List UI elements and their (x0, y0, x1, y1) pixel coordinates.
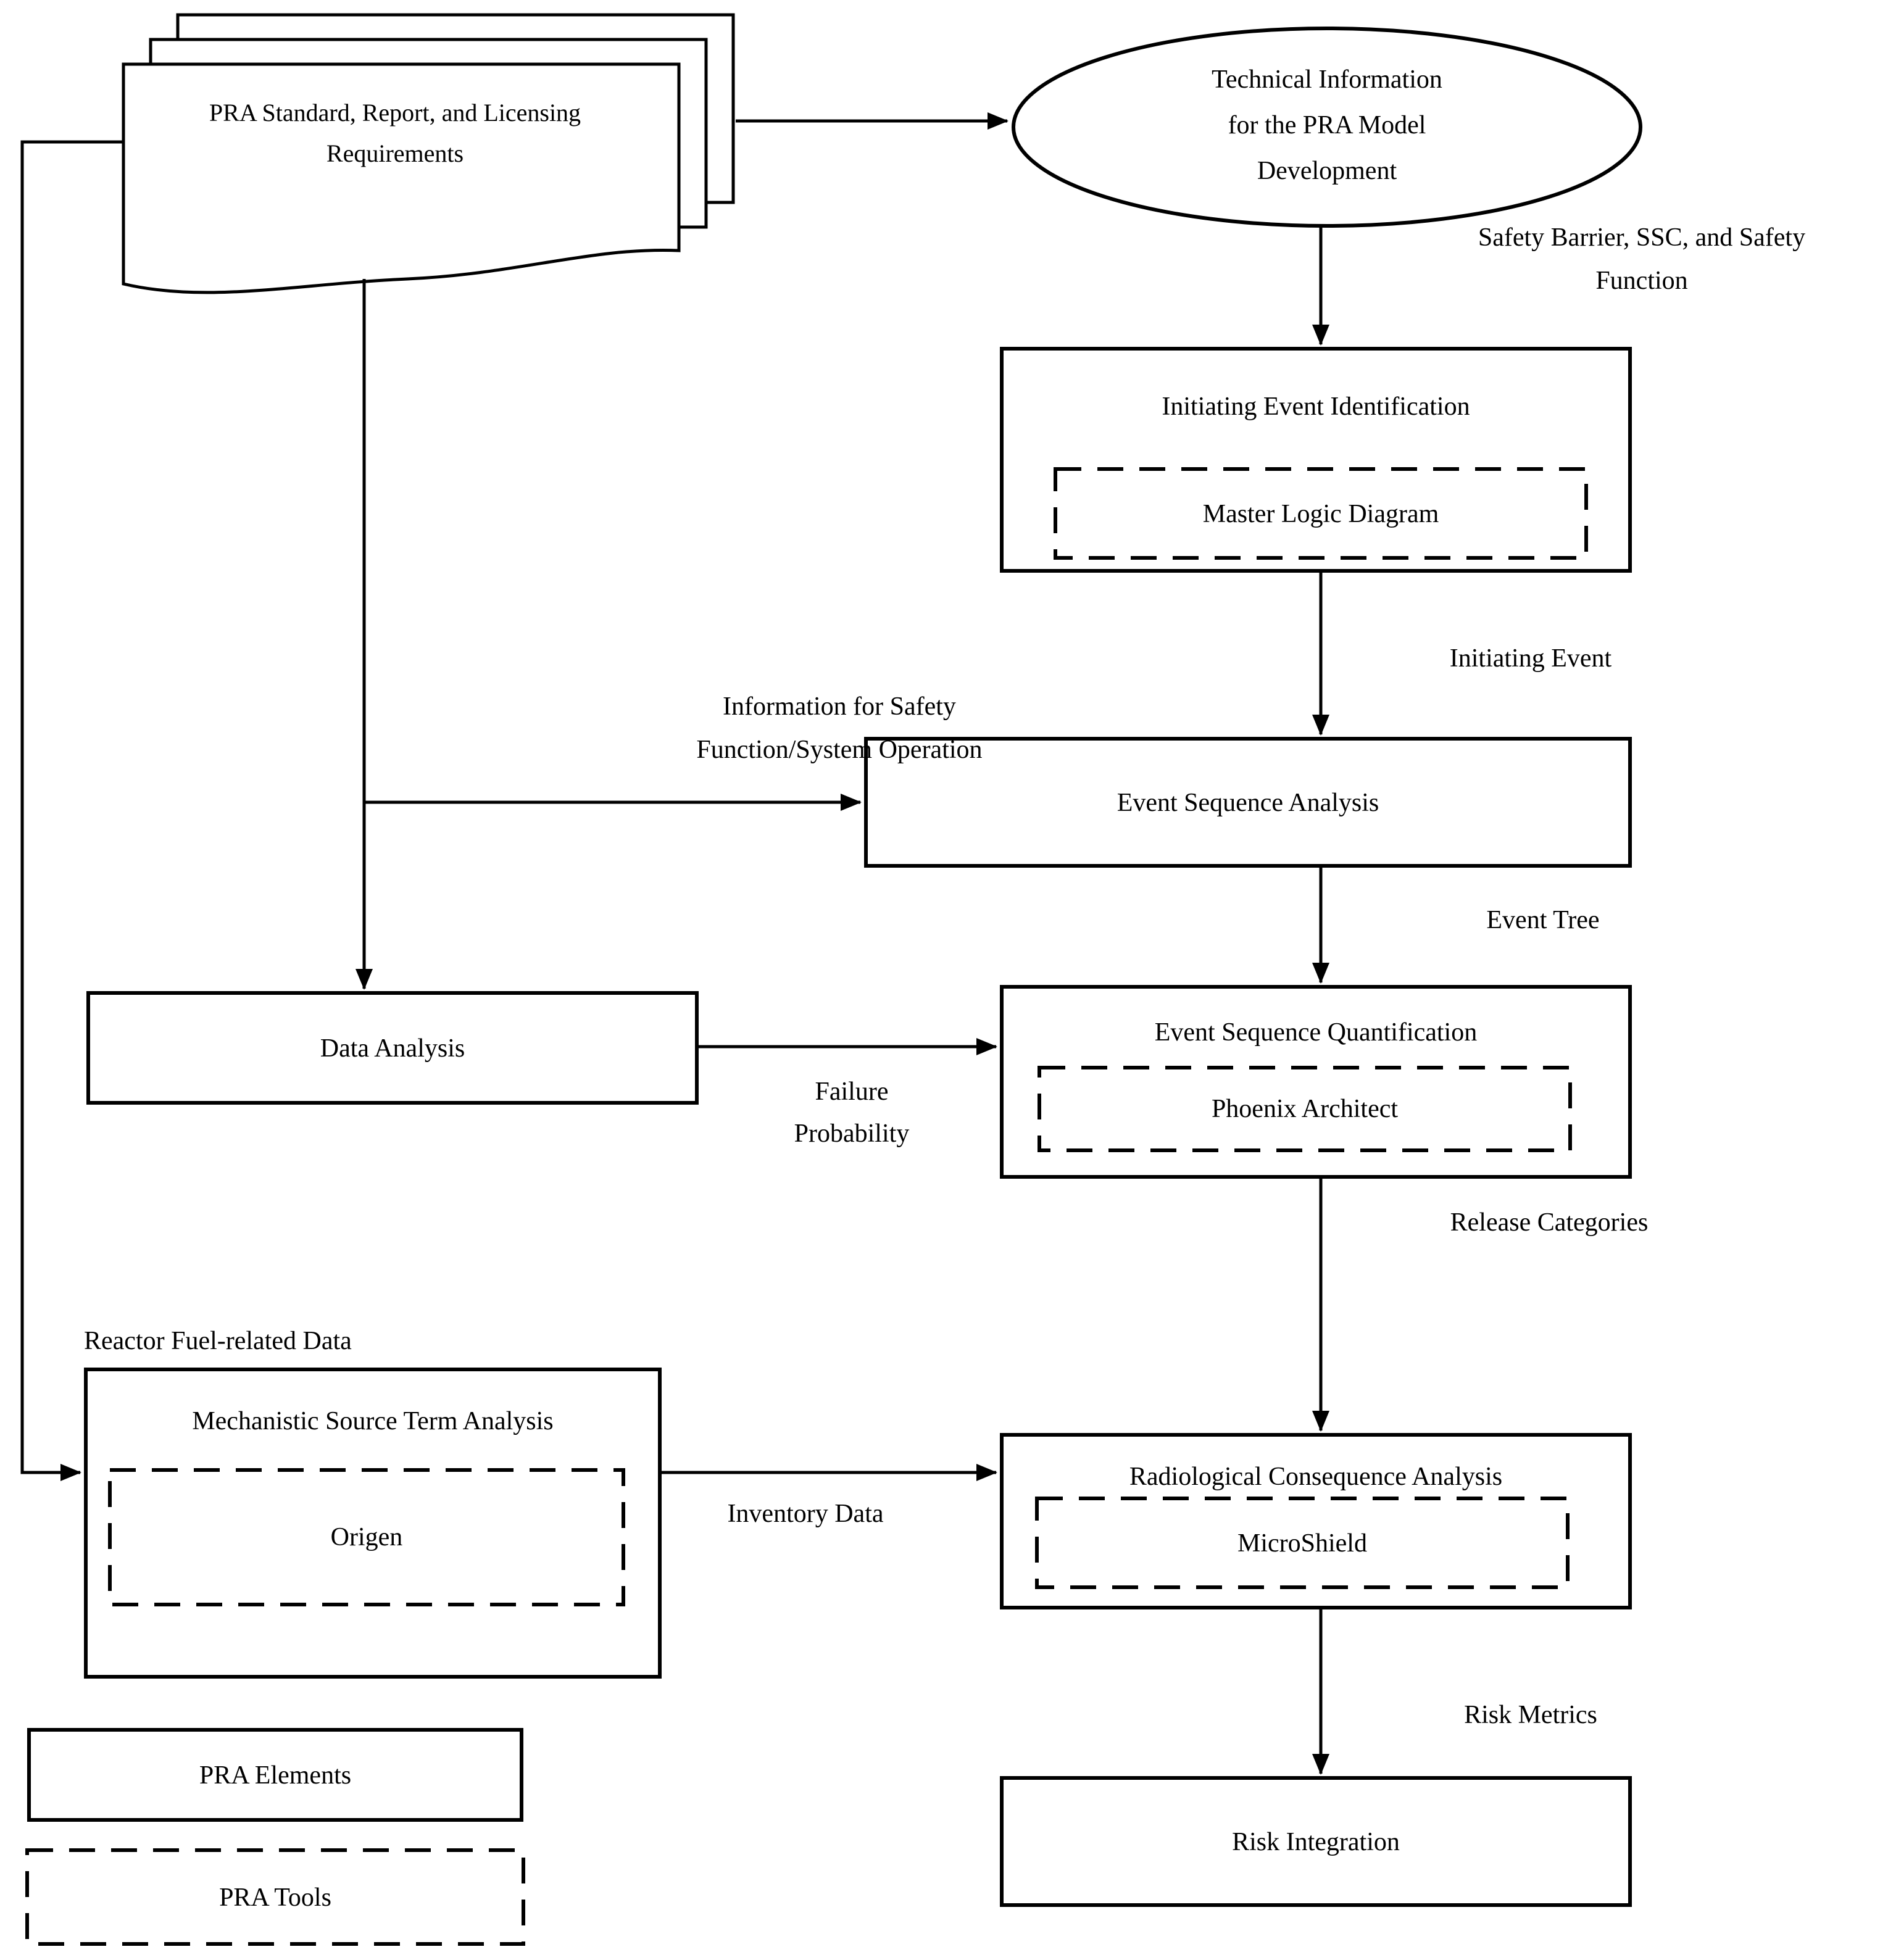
edge-label-inventory-data: Inventory Data (727, 1498, 884, 1528)
edge-label-release-categories: Release Categories (1450, 1207, 1649, 1237)
event-sequence-quantification-title: Event Sequence Quantification (1154, 1017, 1478, 1047)
box-event-sequence-analysis (864, 737, 1632, 868)
event-sequence-analysis-title: Event Sequence Analysis (1117, 787, 1379, 817)
arrow-documents-feedback-to-msta (20, 140, 123, 1481)
tool-box-phoenix-architect (1038, 1066, 1572, 1152)
box-initiating-event-identification (1000, 347, 1632, 573)
tool-box-microshield (1035, 1497, 1570, 1589)
legend-pra-elements-box (27, 1728, 523, 1822)
mechanistic-source-term-analysis-title: Mechanistic Source Term Analysis (192, 1406, 554, 1435)
edge-label-event-tree: Event Tree (1486, 905, 1600, 934)
box-risk-integration (1000, 1776, 1632, 1907)
risk-integration-title: Risk Integration (1232, 1827, 1400, 1856)
edge-label-initiating-event: Initiating Event (1449, 643, 1612, 673)
technical-information-label: Technical Information for the PRA Model … (1212, 64, 1442, 185)
box-radiological-consequence-analysis (1000, 1433, 1632, 1609)
data-analysis-title: Data Analysis (320, 1033, 465, 1063)
technical-information-ellipse (1012, 27, 1642, 228)
initiating-event-identification-title: Initiating Event Identification (1162, 391, 1470, 421)
tool-box-master-logic-diagram (1054, 467, 1588, 560)
legend-pra-tools-label: PRA Tools (219, 1882, 331, 1912)
master-logic-diagram-label: Master Logic Diagram (1202, 499, 1439, 528)
tool-box-origen (108, 1468, 625, 1606)
origen-label: Origen (330, 1522, 403, 1551)
edge-label-safety-barrier: Safety Barrier, SSC, and Safety Function (1478, 222, 1806, 295)
legend-pra-elements-label: PRA Elements (199, 1760, 352, 1790)
box-data-analysis (86, 991, 699, 1105)
box-mechanistic-source-term-analysis (84, 1368, 662, 1679)
edge-label-reactor-fuel-related-data: Reactor Fuel-related Data (84, 1326, 352, 1355)
edge-label-information-for-safety: Information for Safety Function/System O… (696, 691, 983, 764)
phoenix-architect-label: Phoenix Architect (1211, 1094, 1399, 1123)
box-event-sequence-quantification (1000, 985, 1632, 1179)
document-stack-label: PRA Standard, Report, and Licensing Requ… (209, 100, 581, 168)
edge-label-risk-metrics: Risk Metrics (1464, 1700, 1597, 1729)
microshield-label: MicroShield (1237, 1528, 1367, 1558)
radiological-consequence-analysis-title: Radiological Consequence Analysis (1129, 1461, 1503, 1491)
edge-label-failure-probability: Failure Probability (794, 1076, 910, 1148)
document-page-front (122, 62, 681, 294)
legend-pra-tools-box (25, 1848, 525, 1946)
